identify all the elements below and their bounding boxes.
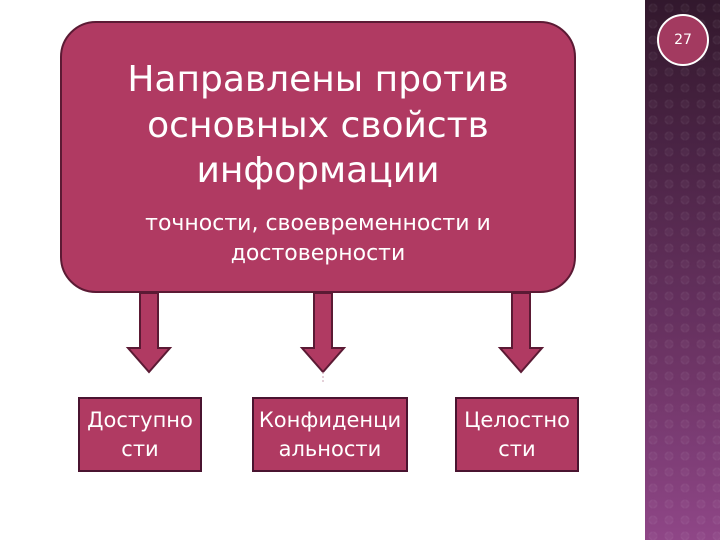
page-number-badge: 27 [657,14,709,66]
main-threat-box: Направлены против основных свойств инфор… [60,21,576,293]
arrow-down-middle [299,292,347,374]
leaf-box-integrity: Целостно сти [455,397,579,472]
main-box-title: Направлены против основных свойств инфор… [127,59,509,192]
arrow-down-left [125,292,173,374]
arrow-down-right [497,292,545,374]
main-box-subtitle: точности, своевременности и достоверност… [145,211,491,266]
decorative-sidebar [642,0,720,540]
sidebar-pattern [645,0,720,540]
leaf-box-availability: Доступно сти [78,397,202,472]
leaf-box-confidentiality: Конфиденци альности [252,397,408,472]
